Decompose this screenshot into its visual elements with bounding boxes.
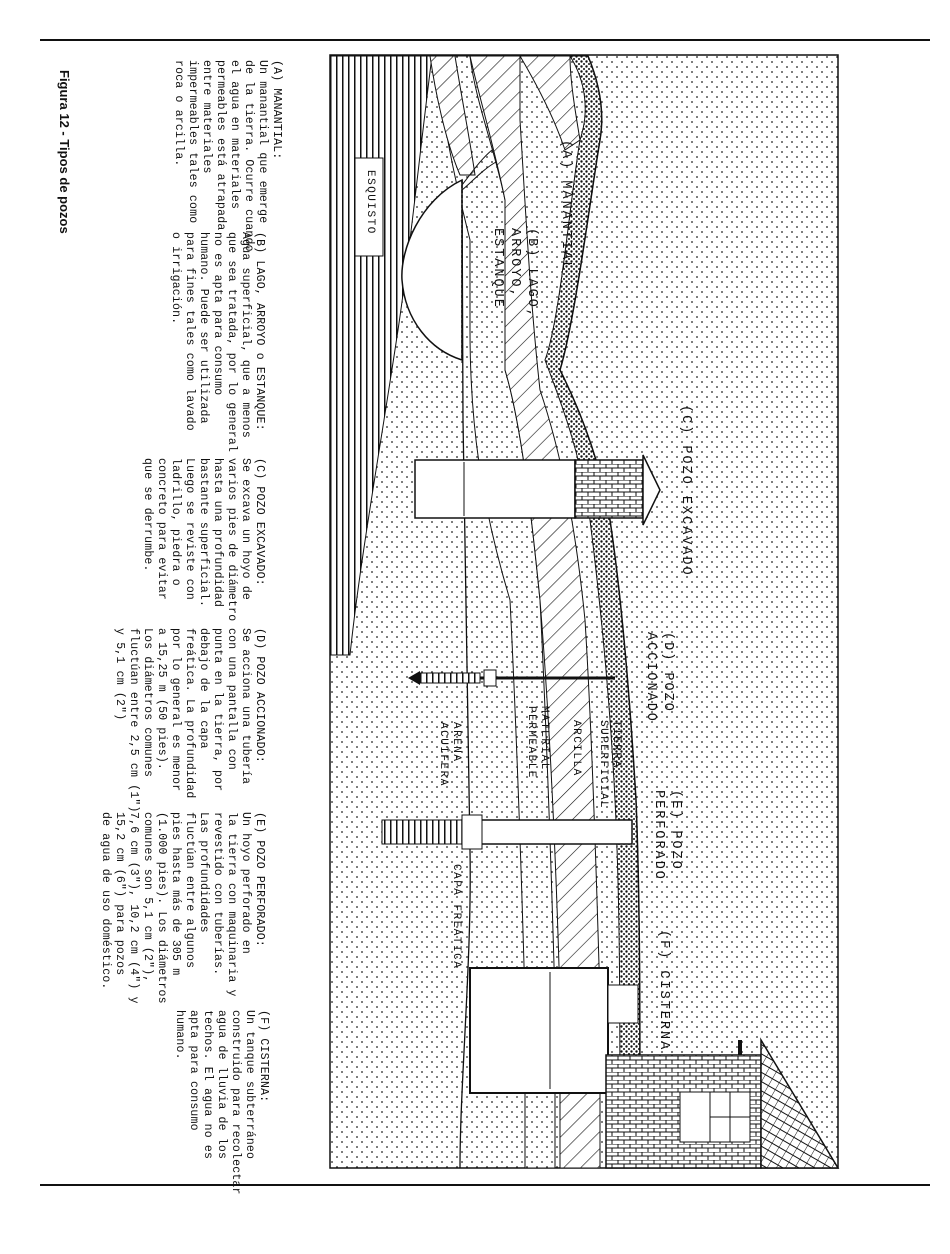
label-cisterna: (F) CISTERNA xyxy=(655,930,672,1051)
label-line: PERFORADO xyxy=(651,790,666,881)
pozo-accionado-screen xyxy=(419,672,481,684)
pozo-accionado-point xyxy=(408,671,420,685)
pozo-excavado-cover xyxy=(642,454,661,526)
label-line: (E) POZO xyxy=(668,790,683,871)
pozo-excavado-shaft xyxy=(414,459,576,519)
bottom-rule xyxy=(40,1184,930,1186)
cisterna-access xyxy=(607,984,639,1024)
label-material-permeable: MATERIAL PERMEABLE xyxy=(524,706,550,779)
label-esquisto: ESQUISTO xyxy=(364,170,376,235)
label-line: ARENA xyxy=(450,722,462,763)
label-line: (A) MANANTIAL xyxy=(558,140,573,272)
esquisto-label-box xyxy=(354,157,384,257)
house-window-upper xyxy=(679,1091,711,1143)
pozo-accionado-coupling xyxy=(483,669,497,687)
arcilla-top-band xyxy=(429,55,476,176)
manantial-flow xyxy=(461,149,497,191)
topsoil-hatch xyxy=(519,55,581,151)
label-line: ACCIONADO xyxy=(643,632,658,723)
label-line: PERMEABLE xyxy=(525,706,537,779)
label-line: ARROYO, xyxy=(507,228,522,299)
label-pozo-accionado: (D) POZO ACCIONADO xyxy=(642,632,676,723)
label-line: (D) POZO xyxy=(660,632,675,713)
label-line: TIERRA xyxy=(610,720,622,769)
pozo-perforado-collar xyxy=(461,814,483,850)
label-line: ACUÍFERA xyxy=(437,722,449,787)
label-pozo-excavado: (C) POZO EXCAVADO xyxy=(677,405,694,577)
pozo-perforado-casing xyxy=(461,819,633,845)
label-line: SUPERFICIAL xyxy=(597,720,609,810)
estanque-water xyxy=(401,178,463,362)
label-arcilla: ARCILLA xyxy=(570,720,582,777)
pozo-excavado-brick-wall xyxy=(574,459,644,519)
label-pozo-perforado: (E) POZO PERFORADO xyxy=(650,790,684,881)
label-arena-acuifera: ARENA ACUÍFERA xyxy=(436,722,462,787)
label-lago: (B) LAGO, ARROYO, ESTANQUE xyxy=(489,228,540,319)
top-rule xyxy=(40,39,930,41)
cisterna-tank xyxy=(469,967,609,1094)
label-line: ESTANQUE xyxy=(490,228,505,309)
label-line: (C) POZO EXCAVADO xyxy=(678,405,693,577)
label-line: (F) CISTERNA xyxy=(656,930,671,1052)
label-capa-freatica: CAPA FREÁTICA xyxy=(450,864,462,970)
label-line: (B) LAGO, xyxy=(524,228,539,319)
label-manantial: (A) MANANTIAL xyxy=(557,140,574,271)
pozo-perforado-screen xyxy=(381,819,463,845)
label-tierra-superficial: TIERRA SUPERFICIAL xyxy=(596,720,622,809)
house-window-mullion xyxy=(710,1092,750,1142)
house-roof xyxy=(760,1037,840,1169)
label-line: MATERIAL xyxy=(538,706,550,771)
